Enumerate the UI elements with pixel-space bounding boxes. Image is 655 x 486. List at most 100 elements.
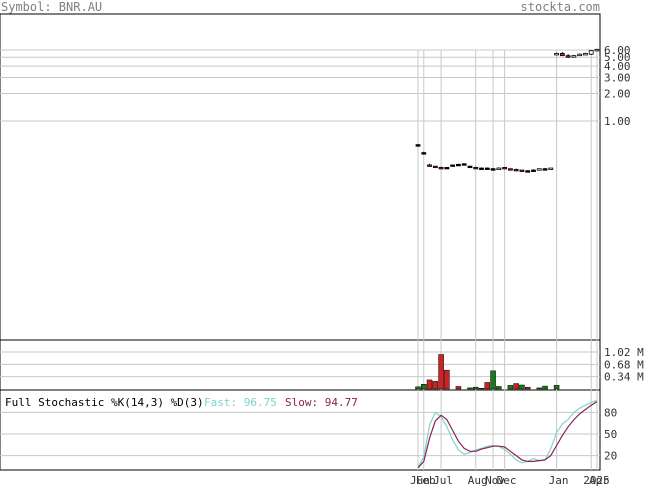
volume-bar xyxy=(472,386,479,390)
stochastic-slow-line xyxy=(417,401,598,469)
candle-body xyxy=(536,168,542,171)
price-tick-label: 6.00 xyxy=(604,44,631,57)
price-candle xyxy=(502,167,508,170)
candle-body xyxy=(513,168,519,172)
volume-bar xyxy=(467,387,473,390)
x-tick-label: Jul xyxy=(433,474,453,486)
volume-bar xyxy=(432,381,439,390)
x-tick-label: Apr xyxy=(589,474,609,486)
price-candle xyxy=(496,167,502,170)
price-candle xyxy=(513,168,519,172)
volume-bar xyxy=(490,370,496,390)
volume-tick-label: 0.34 M xyxy=(604,371,644,384)
volume-bar xyxy=(507,385,514,390)
volume-bar xyxy=(484,382,491,390)
price-candle xyxy=(583,52,588,56)
price-candle xyxy=(554,52,559,56)
stochastic-fast-line xyxy=(417,399,598,468)
candle-body xyxy=(519,169,525,172)
stochastic-panel-frame xyxy=(0,389,601,471)
candle-body xyxy=(438,167,444,170)
candle-body xyxy=(542,168,548,171)
stochastic-slow-readout: Slow: 94.77 xyxy=(285,396,358,409)
candle-body xyxy=(577,53,583,57)
grid-layer xyxy=(0,49,600,470)
slow-label: Slow: xyxy=(285,396,319,409)
candle-body xyxy=(467,165,473,169)
price-candle xyxy=(484,167,490,170)
price-candle xyxy=(507,168,513,171)
volume-panel-frame xyxy=(0,339,601,391)
price-candle xyxy=(438,166,444,170)
x-tick-label: Dec xyxy=(497,474,517,486)
price-candle xyxy=(594,48,600,52)
candle-body xyxy=(548,167,554,170)
volume-bar xyxy=(478,388,485,390)
stochastic-title: Full Stochastic %K(14,3) %D(3) xyxy=(5,396,204,409)
price-candle xyxy=(559,52,565,57)
candle-body xyxy=(583,53,588,56)
x-tick-label: 2025 xyxy=(583,474,610,486)
x-tick-label: Jun xyxy=(410,474,430,486)
candle-body xyxy=(531,169,536,172)
candle-body xyxy=(484,167,490,170)
volume-bar xyxy=(438,354,444,390)
volume-bar xyxy=(496,386,502,390)
price-candle xyxy=(548,167,554,170)
price-candle xyxy=(571,54,577,58)
price-candle xyxy=(542,168,548,171)
price-candle xyxy=(456,163,461,167)
price-candle xyxy=(421,151,427,155)
volume-bar xyxy=(519,384,525,390)
volume-tick-label: 0.68 M xyxy=(604,358,644,371)
candle-body xyxy=(432,165,438,169)
price-candle xyxy=(444,167,450,170)
price-candle xyxy=(531,169,536,172)
candle-body xyxy=(565,55,571,58)
price-tick-label: 4.00 xyxy=(604,60,631,73)
x-tick-label: Aug xyxy=(468,474,488,486)
stochastic-tick-label: 50 xyxy=(604,428,617,441)
candle-body xyxy=(507,168,513,171)
price-tick-label: 1.00 xyxy=(604,115,631,128)
x-tick-label: Jan xyxy=(549,474,569,486)
candle-body xyxy=(571,55,577,58)
axis-tick-labels: 6.005.004.003.002.001.001.02 M0.68 M0.34… xyxy=(410,44,644,486)
stochastic-tick-label: 80 xyxy=(604,406,617,419)
slow-value: 94.77 xyxy=(324,396,358,409)
price-candle xyxy=(450,164,456,167)
price-panel-frame xyxy=(0,13,601,341)
volume-bar xyxy=(455,386,462,390)
site-name[interactable]: stockta.com xyxy=(520,0,600,14)
candle-body xyxy=(502,167,508,170)
volume-bar xyxy=(421,384,427,390)
volume-tick-label: 1.02 M xyxy=(604,346,644,359)
price-candle xyxy=(473,166,479,170)
volume-bar xyxy=(513,383,519,390)
price-candle xyxy=(467,165,473,169)
price-candle xyxy=(427,163,432,167)
price-candle xyxy=(565,54,571,59)
volume-bar xyxy=(426,379,433,390)
price-tick-label: 5.00 xyxy=(604,51,631,64)
candle-body xyxy=(461,163,467,166)
candle-body xyxy=(479,167,484,170)
candle-body xyxy=(444,167,450,170)
volume-bar xyxy=(444,369,450,390)
price-candle xyxy=(519,169,525,172)
price-candle xyxy=(525,170,531,173)
candle-body xyxy=(594,48,600,52)
price-tick-label: 2.00 xyxy=(604,88,631,101)
price-candle xyxy=(415,143,421,147)
candle-body xyxy=(427,164,432,167)
price-candle xyxy=(479,167,484,170)
price-candle xyxy=(432,165,438,169)
candle-body xyxy=(450,164,456,167)
candle-body xyxy=(421,152,427,155)
stochastic-fast-readout: Fast: 96.75 xyxy=(204,396,277,409)
price-candle xyxy=(577,53,583,57)
price-candle xyxy=(588,50,594,55)
candle-body xyxy=(490,168,496,171)
stochastic-tick-label: 20 xyxy=(604,450,617,463)
